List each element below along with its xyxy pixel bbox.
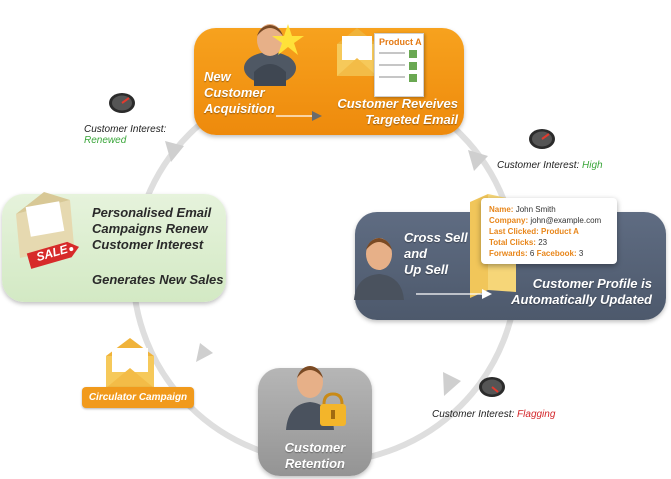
product-document: Product A (374, 33, 424, 97)
envelope-icon (14, 186, 76, 267)
envelope-icon (332, 22, 382, 83)
retention-label: Customer Retention (284, 440, 346, 471)
gauge-icon-high (528, 128, 556, 155)
profile-row: Forwards: 6 Facebook: 3 (489, 249, 584, 258)
personalised-label: Personalised Email Campaigns Renew Custo… (92, 205, 212, 252)
ring-arrow-bottom-left (196, 343, 213, 362)
profile-updated-label: Customer Profile is Automatically Update… (511, 276, 652, 307)
gauge-icon-flagging (478, 376, 506, 403)
customer-profile-card: Name: John Smith Company: john@example.c… (481, 198, 617, 264)
circulator-campaign-badge: Circulator Campaign (82, 387, 194, 408)
new-sales-label: Generates New Sales (92, 272, 224, 287)
cross-sell-label: Cross Sell and Up Sell (404, 230, 468, 277)
interest-flagging: Customer Interest: Flagging (432, 409, 556, 420)
profile-row: Name: John Smith (489, 205, 556, 214)
ring-arrow-top-right (468, 150, 488, 171)
profile-row: Last Clicked: Product A (489, 227, 579, 236)
cross-sell-arrow (416, 289, 492, 299)
interest-renewed: Customer Interest: Renewed (84, 124, 167, 146)
interest-high: Customer Interest: High (497, 160, 603, 171)
sale-tag-icon: SALE (26, 232, 82, 281)
customer-lock-icon (284, 360, 350, 435)
ring-arrow-bottom-right (443, 372, 461, 396)
targeted-email-label: Customer Reveives Targeted Email (337, 96, 458, 127)
customer-avatar-icon (350, 228, 408, 305)
acquisition-label: New Customer Acquisition (204, 69, 275, 116)
acquisition-arrow (276, 111, 322, 121)
envelope-icon (102, 334, 158, 395)
product-label: Product A (379, 37, 422, 47)
profile-row: Total Clicks: 23 (489, 238, 548, 247)
ring-arrow-top-left (165, 141, 184, 162)
profile-row: Company: john@example.com (489, 216, 602, 225)
customer-avatar-icon (240, 16, 306, 91)
gauge-icon-renewed (108, 92, 136, 119)
